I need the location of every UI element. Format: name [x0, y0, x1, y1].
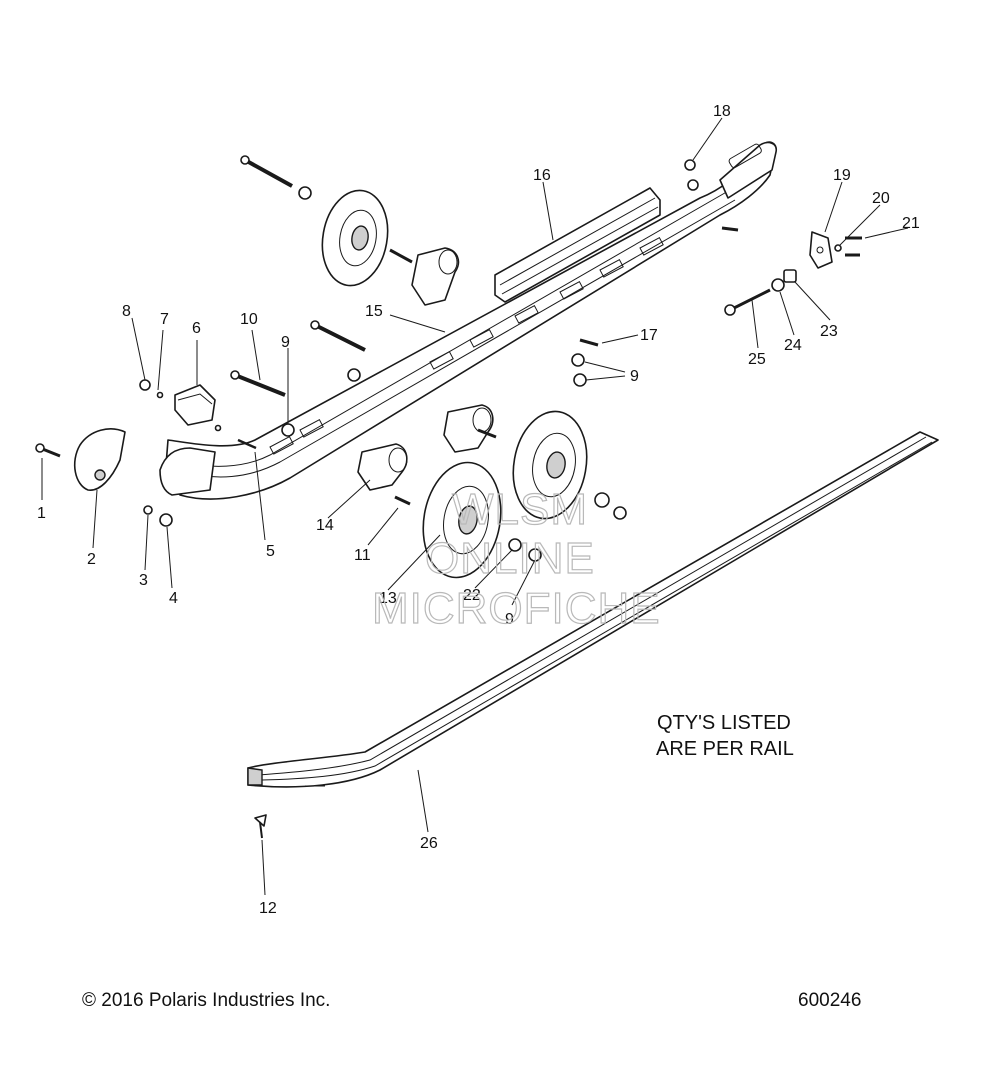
callout-13: 13 [379, 590, 397, 607]
slide-rail [159, 141, 778, 500]
copyright-text: © 2016 Polaris Industries Inc. [82, 990, 330, 1011]
wheel-upper [321, 189, 389, 287]
callout-21: 21 [902, 215, 920, 232]
quantity-note: QTY'S LISTED ARE PER RAIL [656, 712, 794, 760]
fasteners [35, 155, 862, 839]
callout-1: 1 [37, 505, 46, 522]
note-line-2: ARE PER RAIL [656, 738, 794, 760]
callout-4: 4 [169, 590, 178, 607]
callout-20: 20 [872, 190, 890, 207]
axle-housing-14 [357, 443, 408, 491]
callout-9-c: 9 [505, 611, 514, 628]
callout-10: 10 [240, 311, 258, 328]
callout-labels: 1 2 3 4 5 6 7 8 9 10 11 12 13 14 15 16 1… [37, 103, 920, 917]
bumper-2 [73, 428, 126, 491]
slide-16 [494, 187, 661, 303]
callout-23: 23 [820, 323, 838, 340]
callout-24: 24 [784, 337, 802, 354]
callout-25: 25 [748, 351, 766, 368]
watermark-line-3: MICROFICHE [372, 584, 661, 633]
callout-8: 8 [122, 303, 131, 320]
callout-19: 19 [833, 167, 851, 184]
watermark-line-2: ONLINE [425, 534, 595, 583]
callout-9-b: 9 [630, 368, 639, 385]
wheel-lower-13 [422, 461, 502, 579]
watermark: WLSM ONLINE MICROFICHE [371, 484, 661, 633]
wheel-lower-right [512, 410, 588, 520]
callout-7: 7 [160, 311, 169, 328]
callout-9-a: 9 [281, 334, 290, 351]
axle-housing-upper [411, 247, 460, 306]
wear-strip [247, 431, 939, 788]
diagram-number: 600246 [798, 990, 861, 1011]
bracket-19 [809, 231, 833, 269]
callout-11: 11 [354, 547, 371, 564]
callout-18: 18 [713, 103, 731, 120]
block-6 [174, 384, 216, 426]
callout-15: 15 [365, 303, 383, 320]
callout-6: 6 [192, 320, 201, 337]
leader-lines [41, 117, 909, 896]
callout-3: 3 [139, 572, 148, 589]
callout-26: 26 [420, 835, 438, 852]
callout-2: 2 [87, 551, 96, 568]
callout-16: 16 [533, 167, 551, 184]
callout-22: 22 [463, 587, 481, 604]
footer: © 2016 Polaris Industries Inc. 600246 [82, 990, 861, 1011]
callout-17: 17 [640, 327, 658, 344]
callout-14: 14 [316, 517, 334, 534]
callout-5: 5 [266, 543, 275, 560]
axle-housing-middle [443, 404, 494, 453]
note-line-1: QTY'S LISTED [657, 712, 791, 734]
watermark-line-1: WLSM [452, 485, 588, 534]
callout-12: 12 [259, 900, 277, 917]
